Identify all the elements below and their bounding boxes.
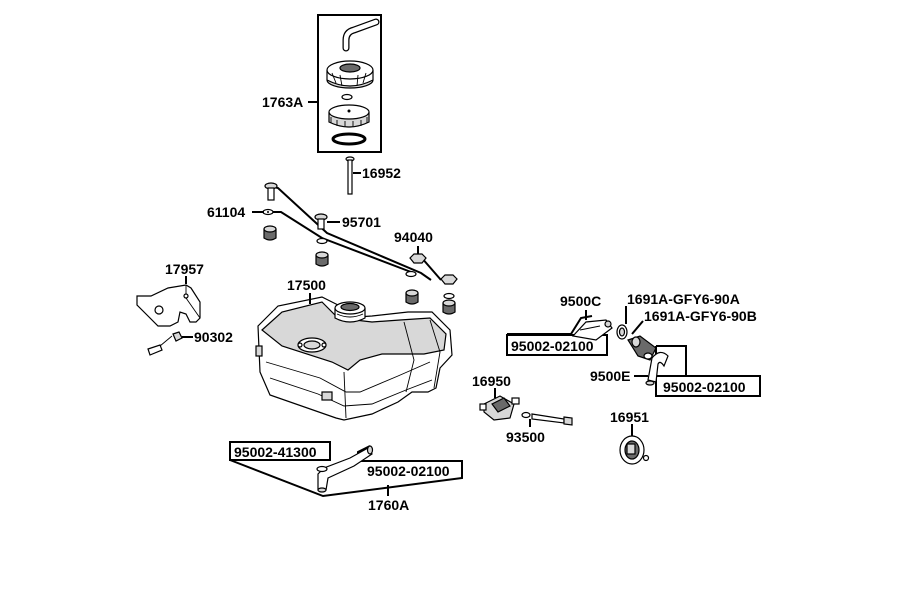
tank-filler-neck: [334, 301, 366, 323]
clip-frame-left: [506, 334, 608, 356]
bolt-upper-left: [264, 182, 278, 201]
label-1691A-GFY6-90B: 1691A-GFY6-90B: [644, 308, 757, 324]
fuel-valve: 16950: [472, 373, 520, 421]
hose-9500E: [645, 351, 669, 386]
mounting-hardware: 61104 95701 94040: [207, 182, 458, 315]
fuel-tank: 17500: [255, 277, 453, 421]
label-1763A: 1763A: [262, 94, 303, 110]
connector-1691A-90A: [616, 324, 628, 340]
label-9500E: 9500E: [590, 368, 630, 384]
cap-gasket: [331, 132, 367, 146]
label-17957: 17957: [165, 261, 204, 277]
label-16950: 16950: [472, 373, 511, 389]
hose-9500C: [571, 319, 613, 341]
clip-frame-41300: [229, 441, 331, 461]
bolt-95701: [314, 213, 328, 230]
cap-inner-body: [328, 104, 370, 128]
label-16952: 16952: [362, 165, 401, 181]
mounting-bracket: 17957: [136, 261, 204, 327]
connector-1691A-90B: [627, 335, 657, 361]
label-61104: 61104: [207, 204, 245, 220]
label-94040: 94040: [394, 229, 433, 245]
washer-right-b: [443, 292, 455, 300]
fuel-cap: [326, 60, 374, 89]
tank-sender-hole: [297, 337, 327, 353]
cap-bolt: 16952: [345, 156, 401, 195]
label-1760A: 1760A: [368, 497, 409, 513]
bolt-90302: 90302: [147, 329, 233, 356]
label-1691A-GFY6-90A: 1691A-GFY6-90A: [627, 291, 740, 307]
hose-group-right: 95002-02100 9500C 1691A-GFY6-90A 1691A-G…: [506, 291, 761, 397]
label-16951: 16951: [610, 409, 649, 425]
label-95002-02100-right: 95002-02100: [663, 379, 746, 395]
cap-assembly-frame: [317, 14, 382, 153]
nut-94040: [409, 253, 427, 264]
label-95002-02100-left: 95002-02100: [511, 338, 594, 354]
rubber-grommet-1: [263, 225, 277, 241]
fuel-level-sender: 16951: [610, 409, 649, 465]
label-17500: 17500: [287, 277, 326, 293]
hose-group-bottom: 95002-41300 95002-02100 1760A: [229, 441, 463, 513]
rubber-grommet-2: [315, 251, 329, 267]
label-90302: 90302: [194, 329, 233, 345]
rubber-grommet-4: [442, 299, 456, 315]
washer-mid: [316, 237, 328, 245]
label-9500C: 9500C: [560, 293, 601, 309]
cap-washer: [341, 93, 353, 101]
rubber-grommet-3: [405, 289, 419, 305]
bolt-93500: 93500: [506, 411, 573, 445]
label-95701: 95701: [342, 214, 381, 230]
label-95002-02100-bottom: 95002-02100: [367, 463, 450, 479]
nut-right: [440, 274, 458, 285]
label-93500: 93500: [506, 429, 545, 445]
hose-1760A: [316, 445, 374, 493]
washer-right-a: [405, 270, 417, 278]
clip-frame-right: [655, 375, 761, 397]
washer-61104: [262, 208, 274, 216]
fuel-cap-assembly: 1763A: [262, 14, 382, 153]
label-95002-41300: 95002-41300: [234, 444, 317, 460]
